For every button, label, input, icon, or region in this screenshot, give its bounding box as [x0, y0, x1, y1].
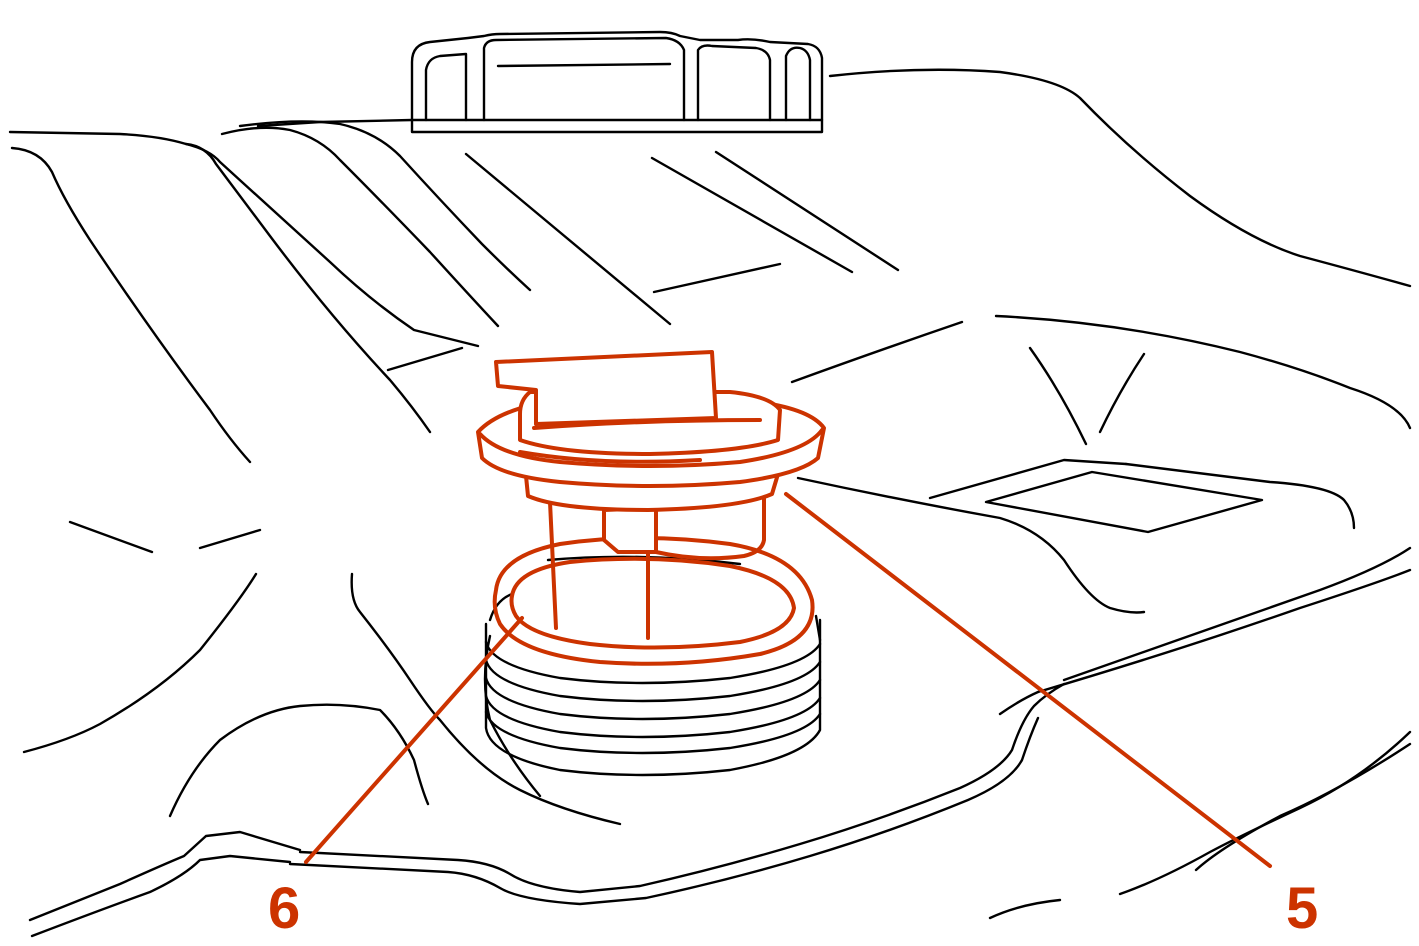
- leader-line-6: [304, 616, 524, 864]
- leader-line-5: [784, 492, 1272, 868]
- engine-cover-line-art: [8, 30, 1412, 938]
- callout-5-label: 5: [1286, 876, 1318, 941]
- callout-6-label: 6: [268, 876, 300, 941]
- threaded-filler-neck: [484, 555, 822, 777]
- cover-ribs: [8, 118, 900, 464]
- cover-right-contour: [790, 68, 1412, 920]
- highlighted-parts: [304, 350, 1272, 868]
- filler-plug: [476, 350, 826, 640]
- cover-lower-left-contours: [22, 520, 622, 938]
- top-cap-housing: [410, 30, 824, 134]
- base-plate-outline: [288, 682, 1066, 906]
- o-ring-seal: [492, 536, 815, 666]
